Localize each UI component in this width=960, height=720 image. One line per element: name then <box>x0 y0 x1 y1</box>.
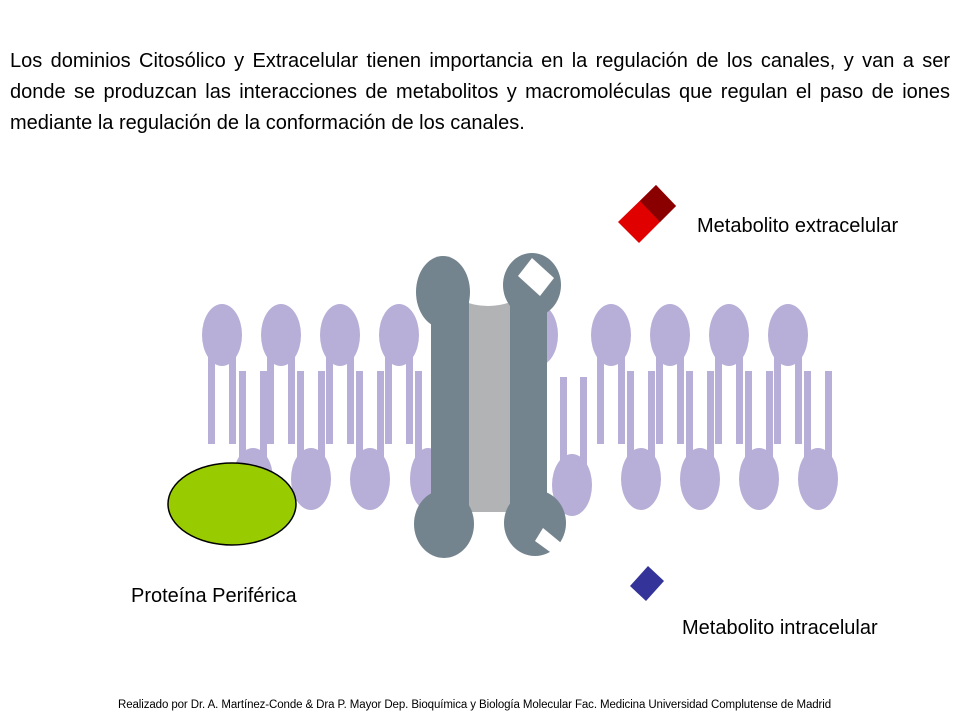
peripheral-protein-label: Proteína Periférica <box>131 585 297 607</box>
extracellular-binding-site <box>518 258 554 296</box>
intracellular-metabolite-label: Metabolito intracelular <box>682 617 878 639</box>
description-paragraph: Los dominios Citosólico y Extracelular t… <box>10 50 950 134</box>
intracellular-binding-site <box>535 528 566 557</box>
upper-lipid-leaflet <box>202 304 808 444</box>
credit-footer: Realizado por Dr. A. Martínez-Conde & Dr… <box>118 699 832 711</box>
channel-left-subunit <box>414 256 474 558</box>
channel-right-subunit <box>503 253 566 556</box>
ion-channel-protein <box>414 253 566 558</box>
channel-pore <box>460 300 516 512</box>
extracellular-metabolite-icon <box>618 185 676 243</box>
extracellular-metabolite-label: Metabolito extracelular <box>697 215 899 237</box>
intracellular-metabolite-icon <box>630 566 664 601</box>
peripheral-protein <box>167 462 297 546</box>
